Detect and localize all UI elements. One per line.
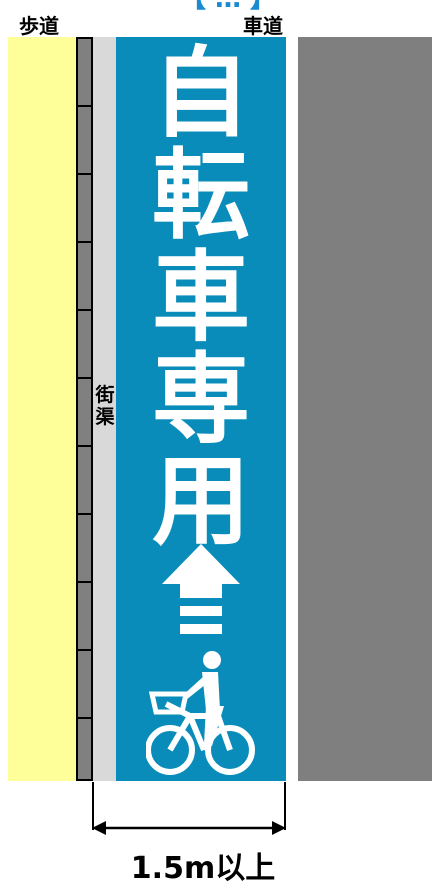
title-banner: 【 … 】 — [128, 0, 328, 12]
dimension-arrow — [92, 821, 286, 835]
arrow-up-icon — [162, 544, 240, 634]
lane-char-3: 車 — [151, 241, 250, 355]
lane-line-lower — [286, 578, 298, 781]
dimension-tick-right — [284, 782, 286, 830]
lane-char-1: 自 — [151, 37, 250, 151]
curb — [76, 37, 93, 781]
gutter-label-2: 渠 — [95, 406, 115, 428]
sidewalk-label: 歩道 — [19, 14, 59, 38]
roadway-label: 車道 — [243, 14, 283, 38]
sidewalk — [8, 37, 76, 781]
lane-char-4: 専 — [151, 343, 250, 457]
gutter-label-1: 街 — [95, 384, 115, 406]
dimension-label: 1.5m以上 — [130, 851, 276, 886]
gutter — [93, 37, 117, 781]
lane-char-5: 用 — [151, 445, 250, 559]
bike-lane — [116, 37, 286, 781]
lane-line-upper — [286, 48, 298, 318]
lane-char-2: 転 — [151, 139, 250, 253]
dimension-tick-left — [92, 782, 94, 830]
bicycle-icon — [146, 651, 255, 775]
roadway — [298, 37, 432, 781]
